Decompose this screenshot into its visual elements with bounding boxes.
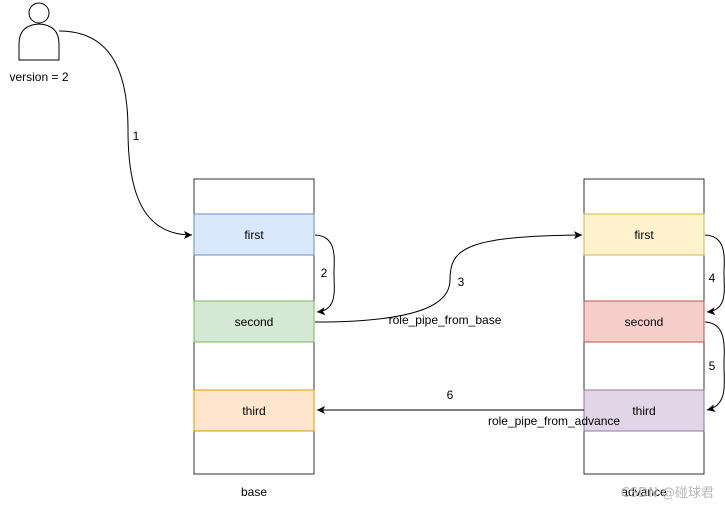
advance-third-label: third — [632, 404, 655, 418]
edge-5-step: 5 — [709, 359, 716, 373]
edge-4-step: 4 — [709, 271, 716, 285]
edge-4 — [704, 234, 725, 316]
advance-container-label: advance — [621, 485, 667, 499]
base-first-box — [193, 213, 315, 256]
edge-6-step: 6 — [447, 388, 454, 402]
edge-5 — [704, 321, 725, 413]
advance-second-box — [583, 300, 705, 343]
advance-second-label: second — [625, 315, 664, 329]
advance-first-box — [583, 213, 705, 256]
user-version-label: version = 2 — [9, 70, 68, 84]
base-container-label: base — [241, 485, 267, 499]
edge-2 — [314, 234, 335, 316]
advance-third-box — [583, 389, 705, 432]
user-icon — [18, 2, 60, 61]
base-second-label: second — [235, 315, 274, 329]
base-first-label: first — [244, 228, 264, 242]
container-base: first second third — [193, 178, 315, 475]
edge-1 — [58, 30, 193, 239]
base-third-label: third — [242, 404, 265, 418]
edge-3-label: role_pipe_from_base — [389, 313, 502, 327]
edge-1-step: 1 — [133, 129, 140, 143]
edge-3-step: 3 — [458, 275, 465, 289]
edge-6-label: role_pipe_from_advance — [488, 414, 620, 428]
base-third-box — [193, 389, 315, 432]
advance-first-label: first — [634, 228, 654, 242]
watermark: CSDN @碰球君 — [621, 486, 714, 501]
container-advance: first second third — [583, 178, 705, 475]
edge-3 — [314, 231, 583, 323]
edge-2-step: 2 — [321, 266, 328, 280]
base-second-box — [193, 300, 315, 343]
